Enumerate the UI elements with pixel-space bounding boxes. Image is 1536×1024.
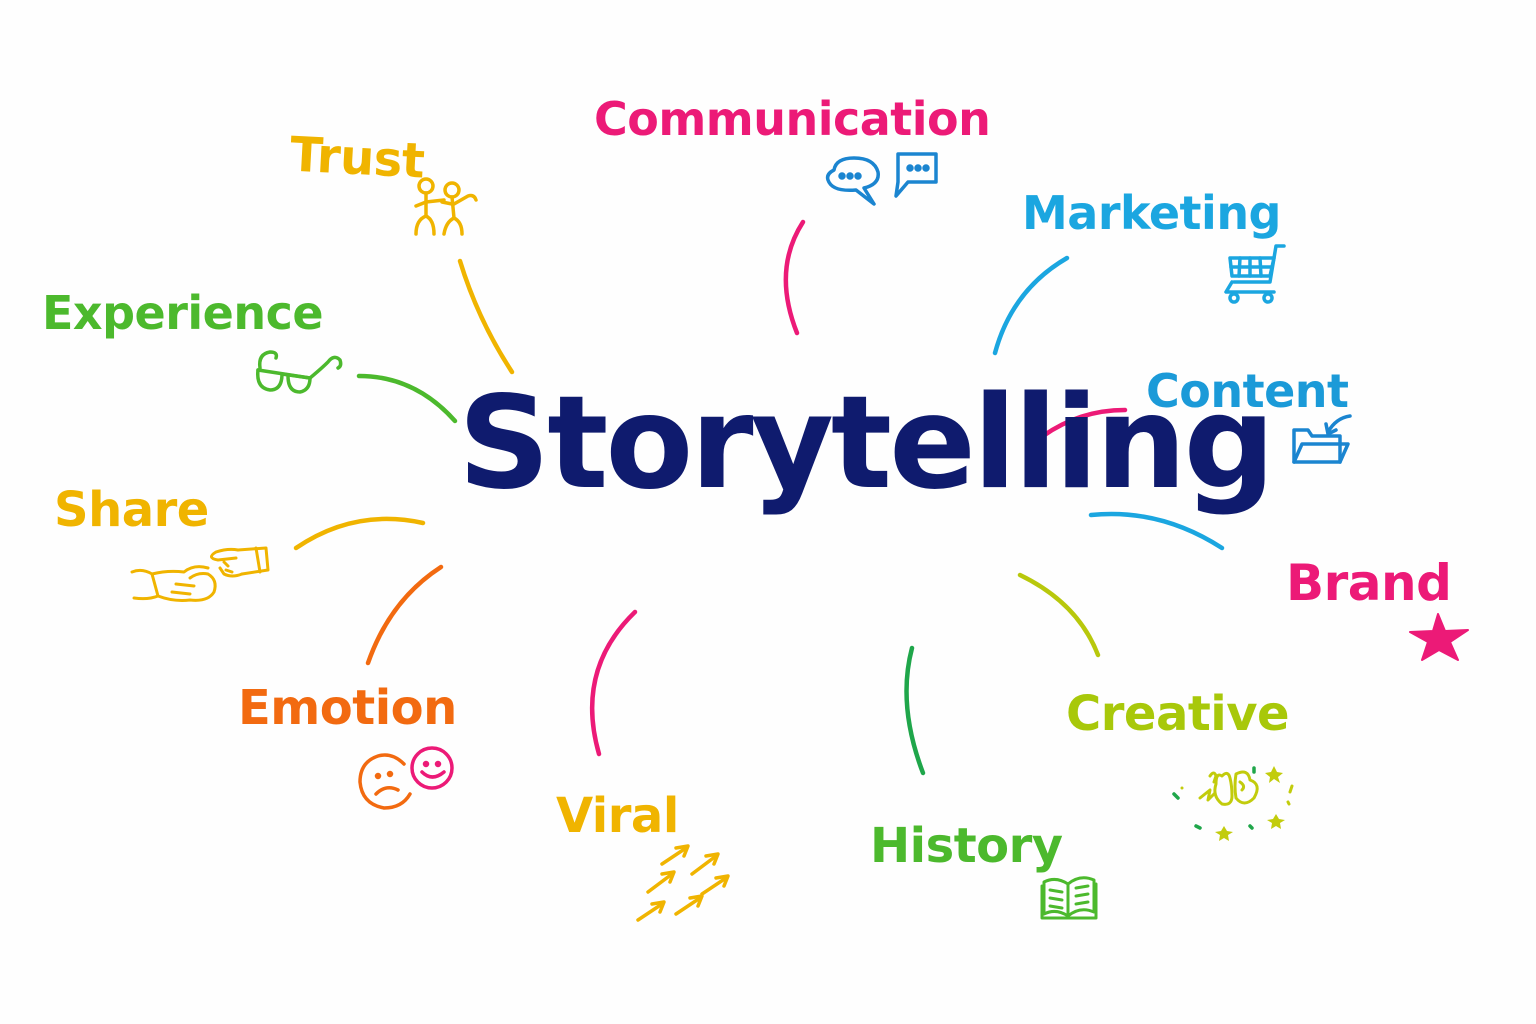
- connector-emotion: [365, 564, 444, 666]
- brain-sparkle-icon: [1170, 756, 1300, 846]
- arrows-up-right-icon: [632, 842, 732, 928]
- handshake-icon: [128, 544, 274, 610]
- connector-trust: [457, 258, 515, 375]
- node-history: History: [870, 818, 1063, 874]
- connector-history: [904, 645, 926, 776]
- open-book-icon: [1040, 872, 1100, 922]
- sad-happy-faces-icon: [354, 742, 458, 814]
- connector-communication: [783, 219, 806, 336]
- node-content: Content: [1146, 364, 1349, 418]
- shopping-cart-icon: [1220, 242, 1290, 306]
- center-topic-storytelling: Storytelling: [458, 369, 1275, 518]
- speech-bubbles-icon: [824, 150, 940, 212]
- folder-arrow-icon: [1290, 412, 1354, 468]
- glasses-icon: [254, 348, 346, 396]
- two-people-icon: [412, 176, 482, 238]
- node-marketing: Marketing: [1022, 186, 1282, 240]
- node-emotion: Emotion: [238, 680, 457, 736]
- node-experience: Experience: [42, 286, 324, 340]
- connector-experience: [356, 373, 458, 424]
- node-creative: Creative: [1066, 686, 1290, 742]
- connector-viral: [589, 609, 638, 757]
- node-trust: Trust: [288, 126, 426, 190]
- connector-brand: [1088, 511, 1225, 551]
- connector-creative: [1017, 572, 1101, 658]
- star-icon: [1408, 612, 1472, 662]
- node-communication: Communication: [594, 92, 991, 146]
- node-viral: Viral: [556, 788, 679, 844]
- node-brand: Brand: [1286, 554, 1452, 612]
- node-share: Share: [54, 482, 209, 538]
- connector-share: [293, 516, 426, 551]
- connector-content: [1040, 407, 1128, 439]
- connector-marketing: [992, 255, 1070, 356]
